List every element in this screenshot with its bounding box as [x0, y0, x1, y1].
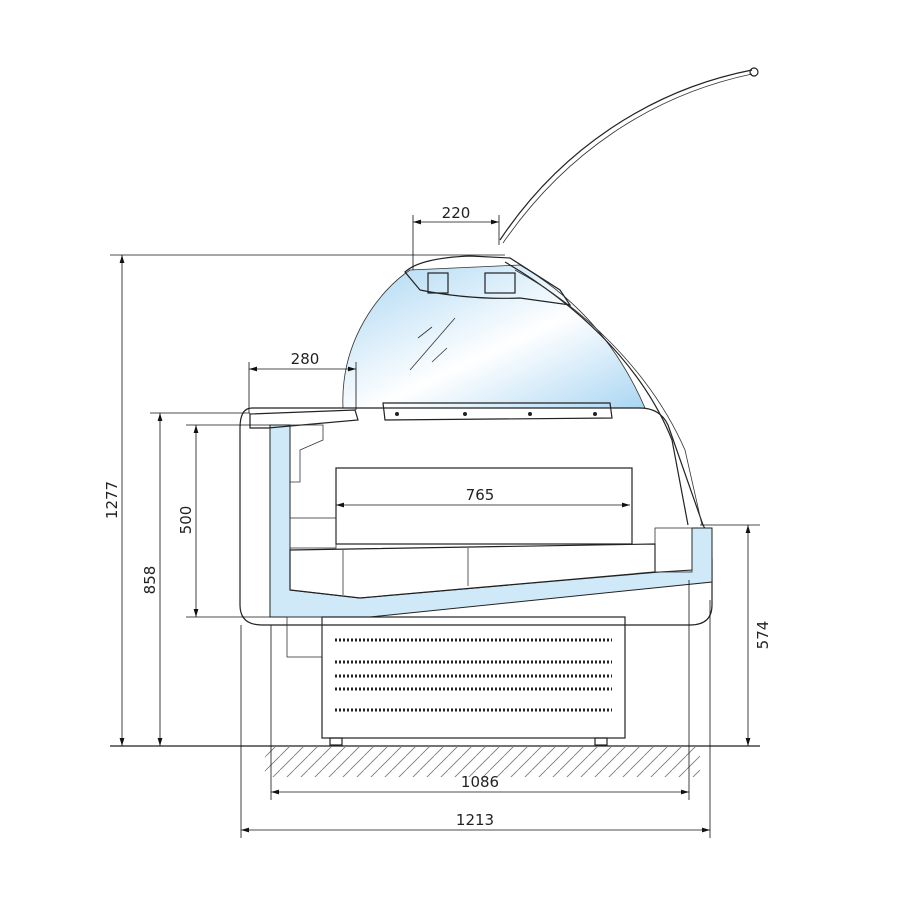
dim-counter-height: 858 — [141, 566, 159, 595]
dim-rear-height: 574 — [754, 621, 772, 650]
foot — [329, 737, 343, 746]
foot — [594, 737, 608, 746]
rear-panel — [654, 527, 693, 573]
dim-front-ledge: 280 — [291, 350, 320, 368]
front-ledge — [249, 409, 359, 429]
glass-frame — [504, 261, 689, 526]
floor — [110, 745, 760, 777]
dim-overall-width: 1213 — [456, 811, 494, 829]
dim-top-shelf: 220 — [442, 204, 471, 222]
drain — [286, 616, 323, 658]
dim-base-width: 1086 — [461, 773, 499, 791]
open-lid — [499, 69, 753, 241]
dimension-lines — [110, 215, 760, 838]
dim-overall-height: 1277 — [103, 481, 121, 519]
hinge — [427, 272, 449, 294]
product-tray — [335, 467, 633, 545]
lid-handle — [749, 67, 759, 77]
screws — [395, 412, 597, 416]
base-unit — [321, 616, 626, 739]
dim-display-height: 500 — [177, 506, 195, 535]
bracket — [290, 424, 324, 483]
cabinet-body — [239, 407, 713, 626]
dim-tray-width: 765 — [466, 486, 495, 504]
dome-glass — [342, 264, 646, 409]
inner-box — [289, 517, 337, 549]
top-rail — [382, 402, 613, 421]
top-light-unit — [404, 255, 572, 306]
ventilation-grille — [335, 638, 612, 712]
lower-tray — [289, 543, 656, 599]
glass-reflection — [409, 317, 456, 371]
hinge — [484, 272, 516, 294]
